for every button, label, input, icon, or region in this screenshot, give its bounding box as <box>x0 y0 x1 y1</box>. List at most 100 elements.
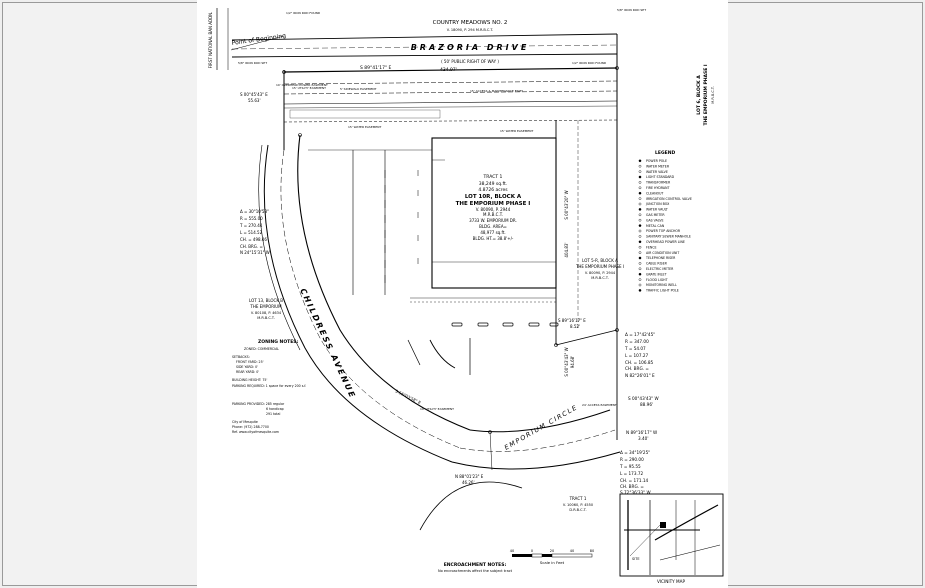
legend-symbol-icon <box>638 186 642 190</box>
svg-text:BLDG. HT.= 38.8'+/-: BLDG. HT.= 38.8'+/- <box>473 236 514 241</box>
top-bearing: S 89°41'17" E <box>360 65 391 71</box>
svg-text:Ref. www.cityofmesquite.com: Ref. www.cityofmesquite.com <box>232 430 279 434</box>
easement-note-4: 15' ACCESS & MAINTENANCE ESMT. <box>470 89 524 93</box>
legend-item-label: POWER POLE <box>646 159 667 163</box>
svg-text:SIDE YARD: 0': SIDE YARD: 0' <box>236 365 258 369</box>
svg-text:6 handicap: 6 handicap <box>266 407 284 411</box>
svg-text:VICINITY MAP: VICINITY MAP <box>657 579 686 584</box>
svg-text:M.R.B.C.T.: M.R.B.C.T. <box>257 316 275 320</box>
legend-item-label: TRAFFIC LIGHT POLE <box>645 289 679 293</box>
legend-symbol-icon <box>638 181 642 184</box>
legend-symbol-icon <box>638 256 642 260</box>
east-distance-lower: 94.68' <box>570 356 575 369</box>
legend-symbol-icon <box>638 278 642 281</box>
legend-symbol-icon <box>638 289 642 292</box>
svg-text:T = 95.55: T = 95.55 <box>619 464 641 469</box>
survey-sheet <box>197 0 728 588</box>
legend-item-label: GAS VALVE <box>646 218 663 222</box>
svg-text:N 82°26'01" E: N 82°26'01" E <box>625 373 655 378</box>
east-distance-3: 3.40' <box>638 436 648 441</box>
legend-symbol-icon <box>638 218 642 222</box>
legend-symbol-icon <box>638 159 642 163</box>
svg-text:TRACT 1: TRACT 1 <box>569 496 587 501</box>
legend-item-label: METAL CAN <box>646 224 665 228</box>
svg-text:N 24°15'31" W: N 24°15'31" W <box>240 250 270 255</box>
legend-item-label: TELEPHONE RISER <box>645 256 676 260</box>
svg-text:CH. BRG. =: CH. BRG. = <box>240 244 263 249</box>
svg-text:M.R.B.C.T.: M.R.B.C.T. <box>483 212 503 217</box>
legend-item-label: OVERHEAD POWER LINE <box>646 240 685 244</box>
left-curve-data: Δ = 30°10'53" R = 555.00 T = 270.44 L = … <box>239 209 270 255</box>
svg-text:SETBACKS:: SETBACKS: <box>232 355 250 359</box>
svg-text:40: 40 <box>510 549 514 553</box>
legend-symbol-icon <box>638 245 642 249</box>
east-bearing-3: N 89°16'17" W <box>626 430 657 435</box>
svg-text:LOT 13, BLOCK B: LOT 13, BLOCK B <box>249 298 283 303</box>
legend-symbol-icon <box>638 235 642 238</box>
legend-item-label: LIGHT STANDARD <box>646 175 675 179</box>
legend-item-label: MONITORING WELL <box>646 283 677 287</box>
svg-text:LEGEND: LEGEND <box>655 150 675 156</box>
bottom-tract-label: TRACT 1 V. 10060, P. 4550 D.R.B.C.T. <box>563 496 593 512</box>
legend-symbol-icon <box>638 240 642 244</box>
svg-text:V. 10060, P. 4550: V. 10060, P. 4550 <box>563 503 593 507</box>
legend-symbol-icon <box>638 251 642 254</box>
svg-text:LOT 10R, BLOCK A: LOT 10R, BLOCK A <box>465 194 522 200</box>
easement-note-5: 15' WATER EASEMENT <box>348 125 381 129</box>
svg-text:L = 173.72: L = 173.72 <box>620 471 643 476</box>
legend-symbol-icon <box>638 208 642 211</box>
svg-text:ENCROACHMENT NOTES:: ENCROACHMENT NOTES: <box>444 562 507 568</box>
east-bearing-2: S 00°43'43" W <box>628 396 659 401</box>
tract-label: TRACT 1 38,249 sq.ft. 4.8726 acres LOT 1… <box>456 174 531 241</box>
legend-symbol-icon <box>638 170 642 173</box>
iron-rod-note-1: 1/2" IRON ROD FOUND <box>286 11 321 15</box>
east-distance-main: 404.83' <box>564 242 569 257</box>
legend-item-label: TRANSFORMER <box>645 181 671 185</box>
east-bearing-lower: S 00°43'43" W <box>564 347 569 376</box>
legend-symbol-icon <box>638 224 642 227</box>
iron-rod-note-3: 1/2" IRON ROD FOUND <box>572 61 607 65</box>
legend-symbol-icon <box>638 191 642 195</box>
easement-note-1: 15' UTILITY EASEMENT <box>292 86 326 90</box>
svg-text:T = 270.44: T = 270.44 <box>239 223 263 228</box>
svg-text:LOT 5-R, BLOCK A: LOT 5-R, BLOCK A <box>582 258 618 263</box>
first-national-label: FIRST NATIONAL BAN ADDN. <box>208 12 213 69</box>
svg-text:CH. BRG. =: CH. BRG. = <box>620 484 644 489</box>
legend-item-label: SANITARY SEWER MANHOLE <box>646 235 691 239</box>
bottom-curve-data: Δ = 34°19'25" R = 290.00 T = 95.55 L = 1… <box>619 450 651 495</box>
legend-symbol-icon <box>638 175 642 179</box>
legend-symbol-icon <box>638 197 642 200</box>
svg-text:CH. BRG. =: CH. BRG. = <box>625 366 649 371</box>
legend-item-label: WATER VALVE <box>646 170 668 174</box>
east-distance-2: 88.96' <box>640 402 653 407</box>
zoning-notes: ZONING NOTES: ZONED: COMMERCIAL SETBACKS… <box>232 339 306 434</box>
scale-bar: 40 0 20 40 80 Scale in Feet <box>510 549 594 565</box>
legend-item-label: POWER TOP ANCHOR <box>646 229 681 233</box>
svg-text:Δ = 30°10'53": Δ = 30°10'53" <box>240 209 269 214</box>
svg-text:80: 80 <box>590 549 594 553</box>
legend-symbol-icon <box>638 262 642 265</box>
svg-text:S 72°36'33" W: S 72°36'33" W <box>620 490 651 495</box>
encroachment-notes: ENCROACHMENT NOTES: No encroachments aff… <box>438 562 513 573</box>
right-lot-label: LOT 5-R, BLOCK A THE EMPORIUM PHASE I V.… <box>575 258 624 280</box>
svg-text:V. 80108, P. 4634: V. 80108, P. 4634 <box>251 311 282 315</box>
svg-text:R = 290.00: R = 290.00 <box>620 457 644 462</box>
legend-item-label: GRATE INLET <box>646 272 667 276</box>
legend: LEGEND <box>655 150 675 156</box>
legend-symbol-icon <box>638 272 642 276</box>
iron-rod-note-2: 5/8" IRON ROD SET <box>617 8 646 12</box>
svg-text:M.R.B.C.T.: M.R.B.C.T. <box>591 276 609 280</box>
svg-text:R = 555.00: R = 555.00 <box>240 216 263 221</box>
svg-text:REAR YARD: 0': REAR YARD: 0' <box>236 370 259 374</box>
north-street-ref: V. 18090, P. 294 M.R.B.C.T. <box>447 28 494 32</box>
legend-item-label: JUNCTION BOX <box>645 202 670 206</box>
lot-6-label: LOT 6, BLOCK A THE EMPORIUM PHASE I M.R.… <box>696 64 715 125</box>
legend-item-label: CABLE RISER <box>646 262 668 266</box>
legend-item-label: GAS METER <box>646 213 665 217</box>
legend-item-label: WATER VAULT <box>646 208 668 212</box>
legend-symbol-icon <box>638 164 642 168</box>
svg-text:THE EMPORIUM: THE EMPORIUM <box>249 304 282 309</box>
east-bearing-1: S 89°16'17" E <box>558 318 586 323</box>
main-road-label: BRAZORIA DRIVE <box>411 43 530 52</box>
legend-symbol-icon <box>638 267 642 271</box>
